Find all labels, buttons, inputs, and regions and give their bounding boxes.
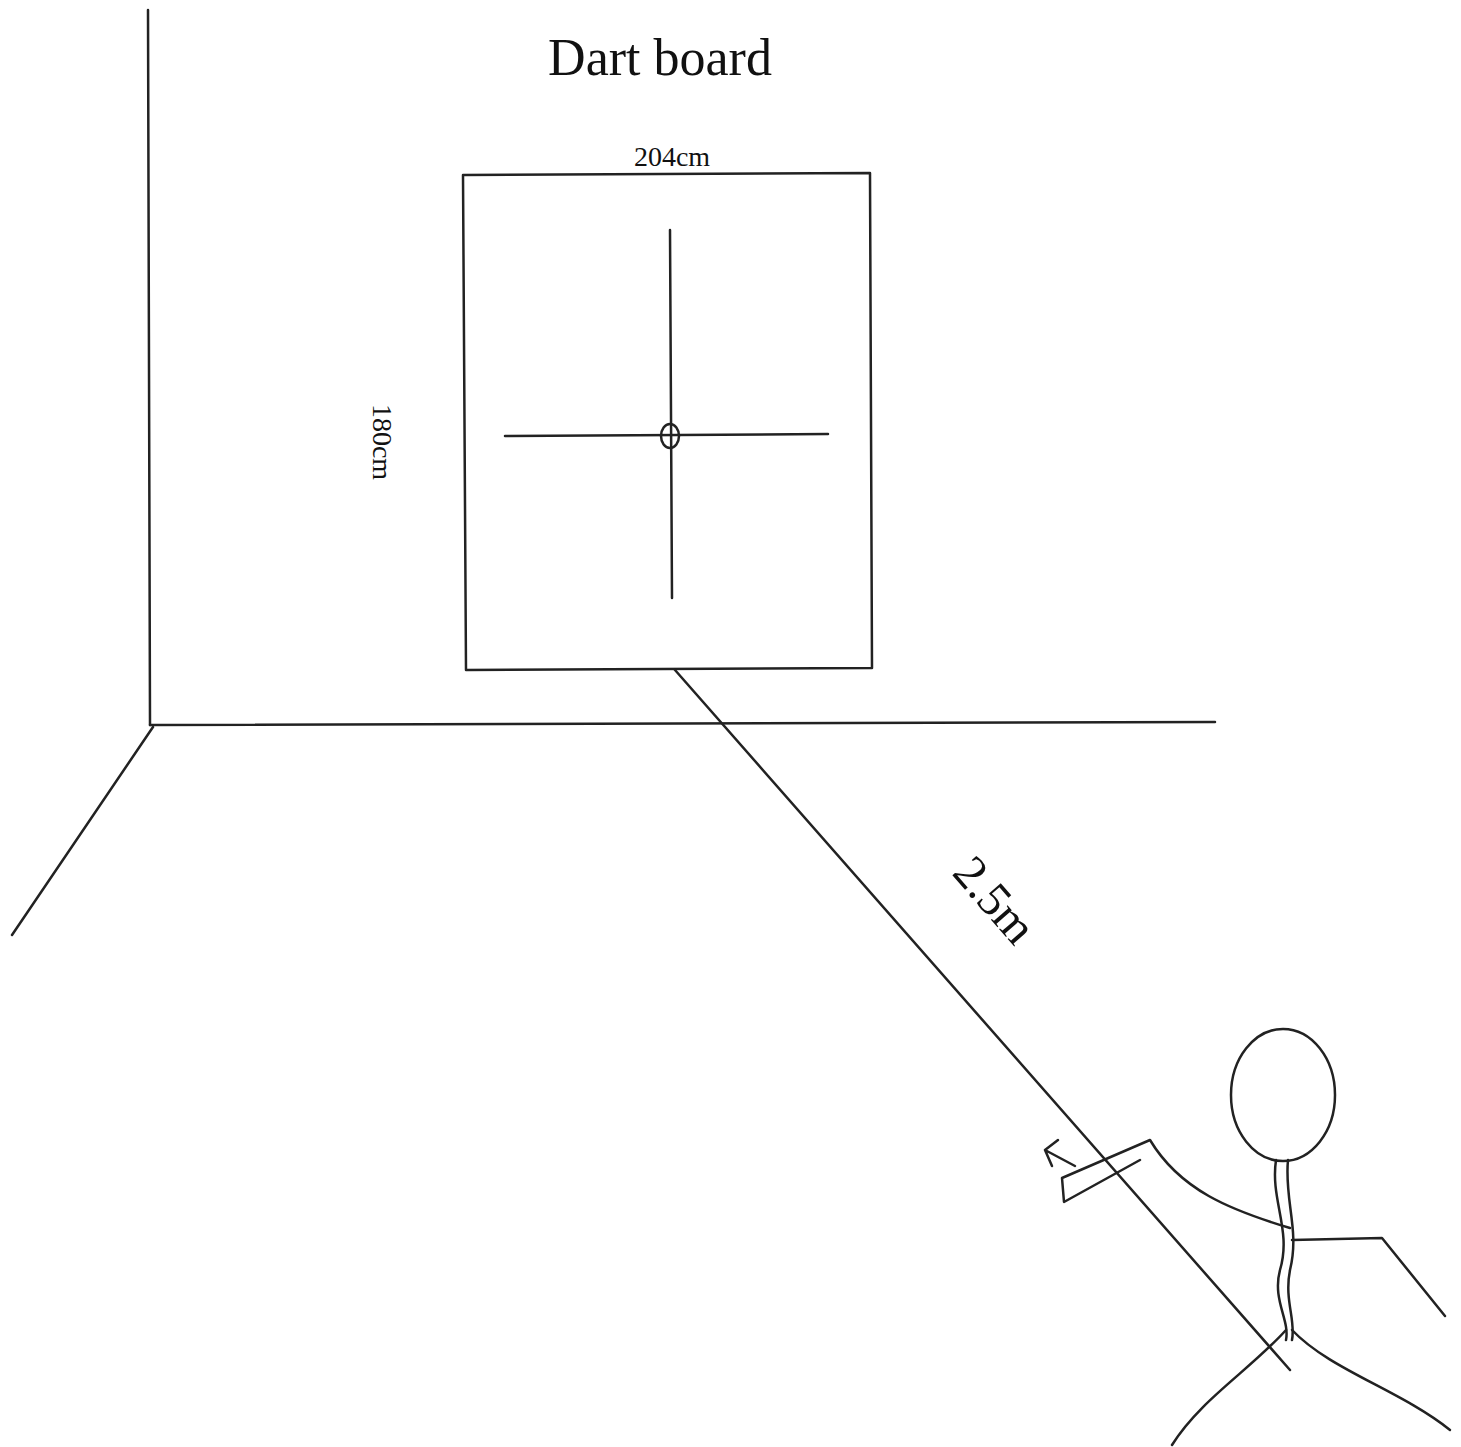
dart-board	[463, 173, 872, 670]
figure-arm	[1062, 1140, 1290, 1228]
figure-leg	[1292, 1330, 1450, 1430]
diagram-title: Dart board	[548, 32, 772, 84]
floor-line	[150, 722, 1215, 725]
figure-body	[1287, 1160, 1293, 1340]
crosshair	[505, 434, 828, 436]
dimension-label: 204cm	[634, 143, 710, 171]
dart	[1045, 1140, 1075, 1166]
floor-side-line	[12, 727, 153, 935]
crosshair	[670, 230, 672, 598]
distance-line	[675, 670, 1290, 1370]
wall-corner	[148, 10, 150, 725]
figure-head	[1231, 1029, 1335, 1161]
figure-leg	[1172, 1330, 1286, 1445]
figure-arm	[1292, 1238, 1445, 1316]
distance-label: 2.5m	[945, 848, 1045, 953]
bullseye	[661, 424, 679, 448]
dimension-label: 180cm	[368, 404, 396, 480]
figure-body	[1275, 1160, 1287, 1340]
